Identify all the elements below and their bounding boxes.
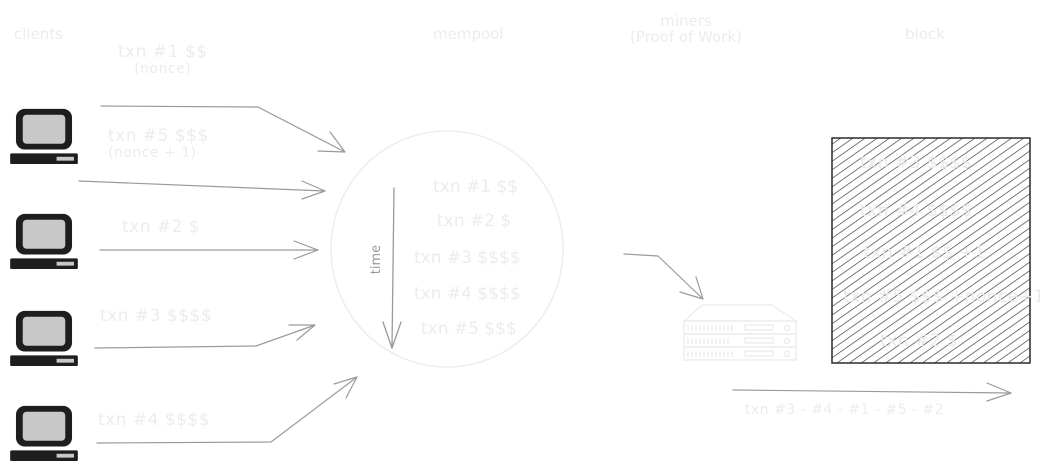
block-order-arrow xyxy=(732,382,1012,402)
block-txn-3: txn #1 $$ +1 xyxy=(864,243,986,263)
client-computer-4 xyxy=(10,405,78,462)
arrow-client-txn1 xyxy=(100,105,346,153)
client-txn-1-sub: (nonce) xyxy=(134,60,192,77)
arrow-client-txn2 xyxy=(99,240,319,260)
miners-header-line1: miners xyxy=(660,12,712,30)
block-rectangle xyxy=(831,137,1031,364)
block-header: block xyxy=(905,25,945,43)
block-txn-1: txn #3 $$$$ xyxy=(860,153,973,173)
mempool-txn-3: txn #3 $$$$ xyxy=(414,248,521,268)
miner-server-icon xyxy=(682,304,799,361)
miners-header-line2: (Proof of Work) xyxy=(630,27,742,46)
mempool-circle xyxy=(330,130,564,368)
block-txn-2: txn #4 $$$$ xyxy=(860,201,973,221)
client-computer-2 xyxy=(10,213,78,270)
mempool-txn-4: txn #4 $$$$ xyxy=(414,284,521,304)
arrow-client-txn5 xyxy=(78,180,326,200)
client-computer-3 xyxy=(10,310,78,367)
time-arrow xyxy=(382,187,402,349)
client-txn-1: txn #1 $$ (nonce) xyxy=(118,42,208,77)
mempool-txn-2: txn #2 $ xyxy=(437,211,512,231)
block-order-label: txn #3 - #4 - #1 - #5 - #2 xyxy=(745,402,945,418)
mempool-txn-5: txn #5 $$$ xyxy=(421,319,517,339)
client-txn-1-label: txn #1 $$ xyxy=(118,42,208,62)
clients-header: clients xyxy=(14,25,64,43)
time-label: time xyxy=(369,244,385,275)
client-computer-1 xyxy=(10,108,78,165)
arrow-mempool-to-miners xyxy=(623,253,704,300)
arrow-client-txn3 xyxy=(94,324,316,349)
miners-header: miners (Proof of Work) xyxy=(630,12,742,46)
block-txn-4: txn #5 $$$ +nonce+1 xyxy=(843,287,1040,307)
mempool-header: mempool xyxy=(433,25,504,43)
client-txn-5-label: txn #5 $$$ xyxy=(108,126,209,146)
arrow-client-txn4 xyxy=(96,376,358,444)
client-txn-5-sub: (nonce + 1) xyxy=(108,144,197,161)
client-txn-3: txn #3 $$$$ xyxy=(100,306,213,326)
client-txn-5: txn #5 $$$ (nonce + 1) xyxy=(108,126,209,161)
client-txn-4: txn #4 $$$$ xyxy=(98,410,211,430)
block-txn-5: txn #2 $ xyxy=(880,331,959,351)
client-txn-2: txn #2 $ xyxy=(122,217,201,237)
mempool-txn-1: txn #1 $$ xyxy=(433,177,518,197)
